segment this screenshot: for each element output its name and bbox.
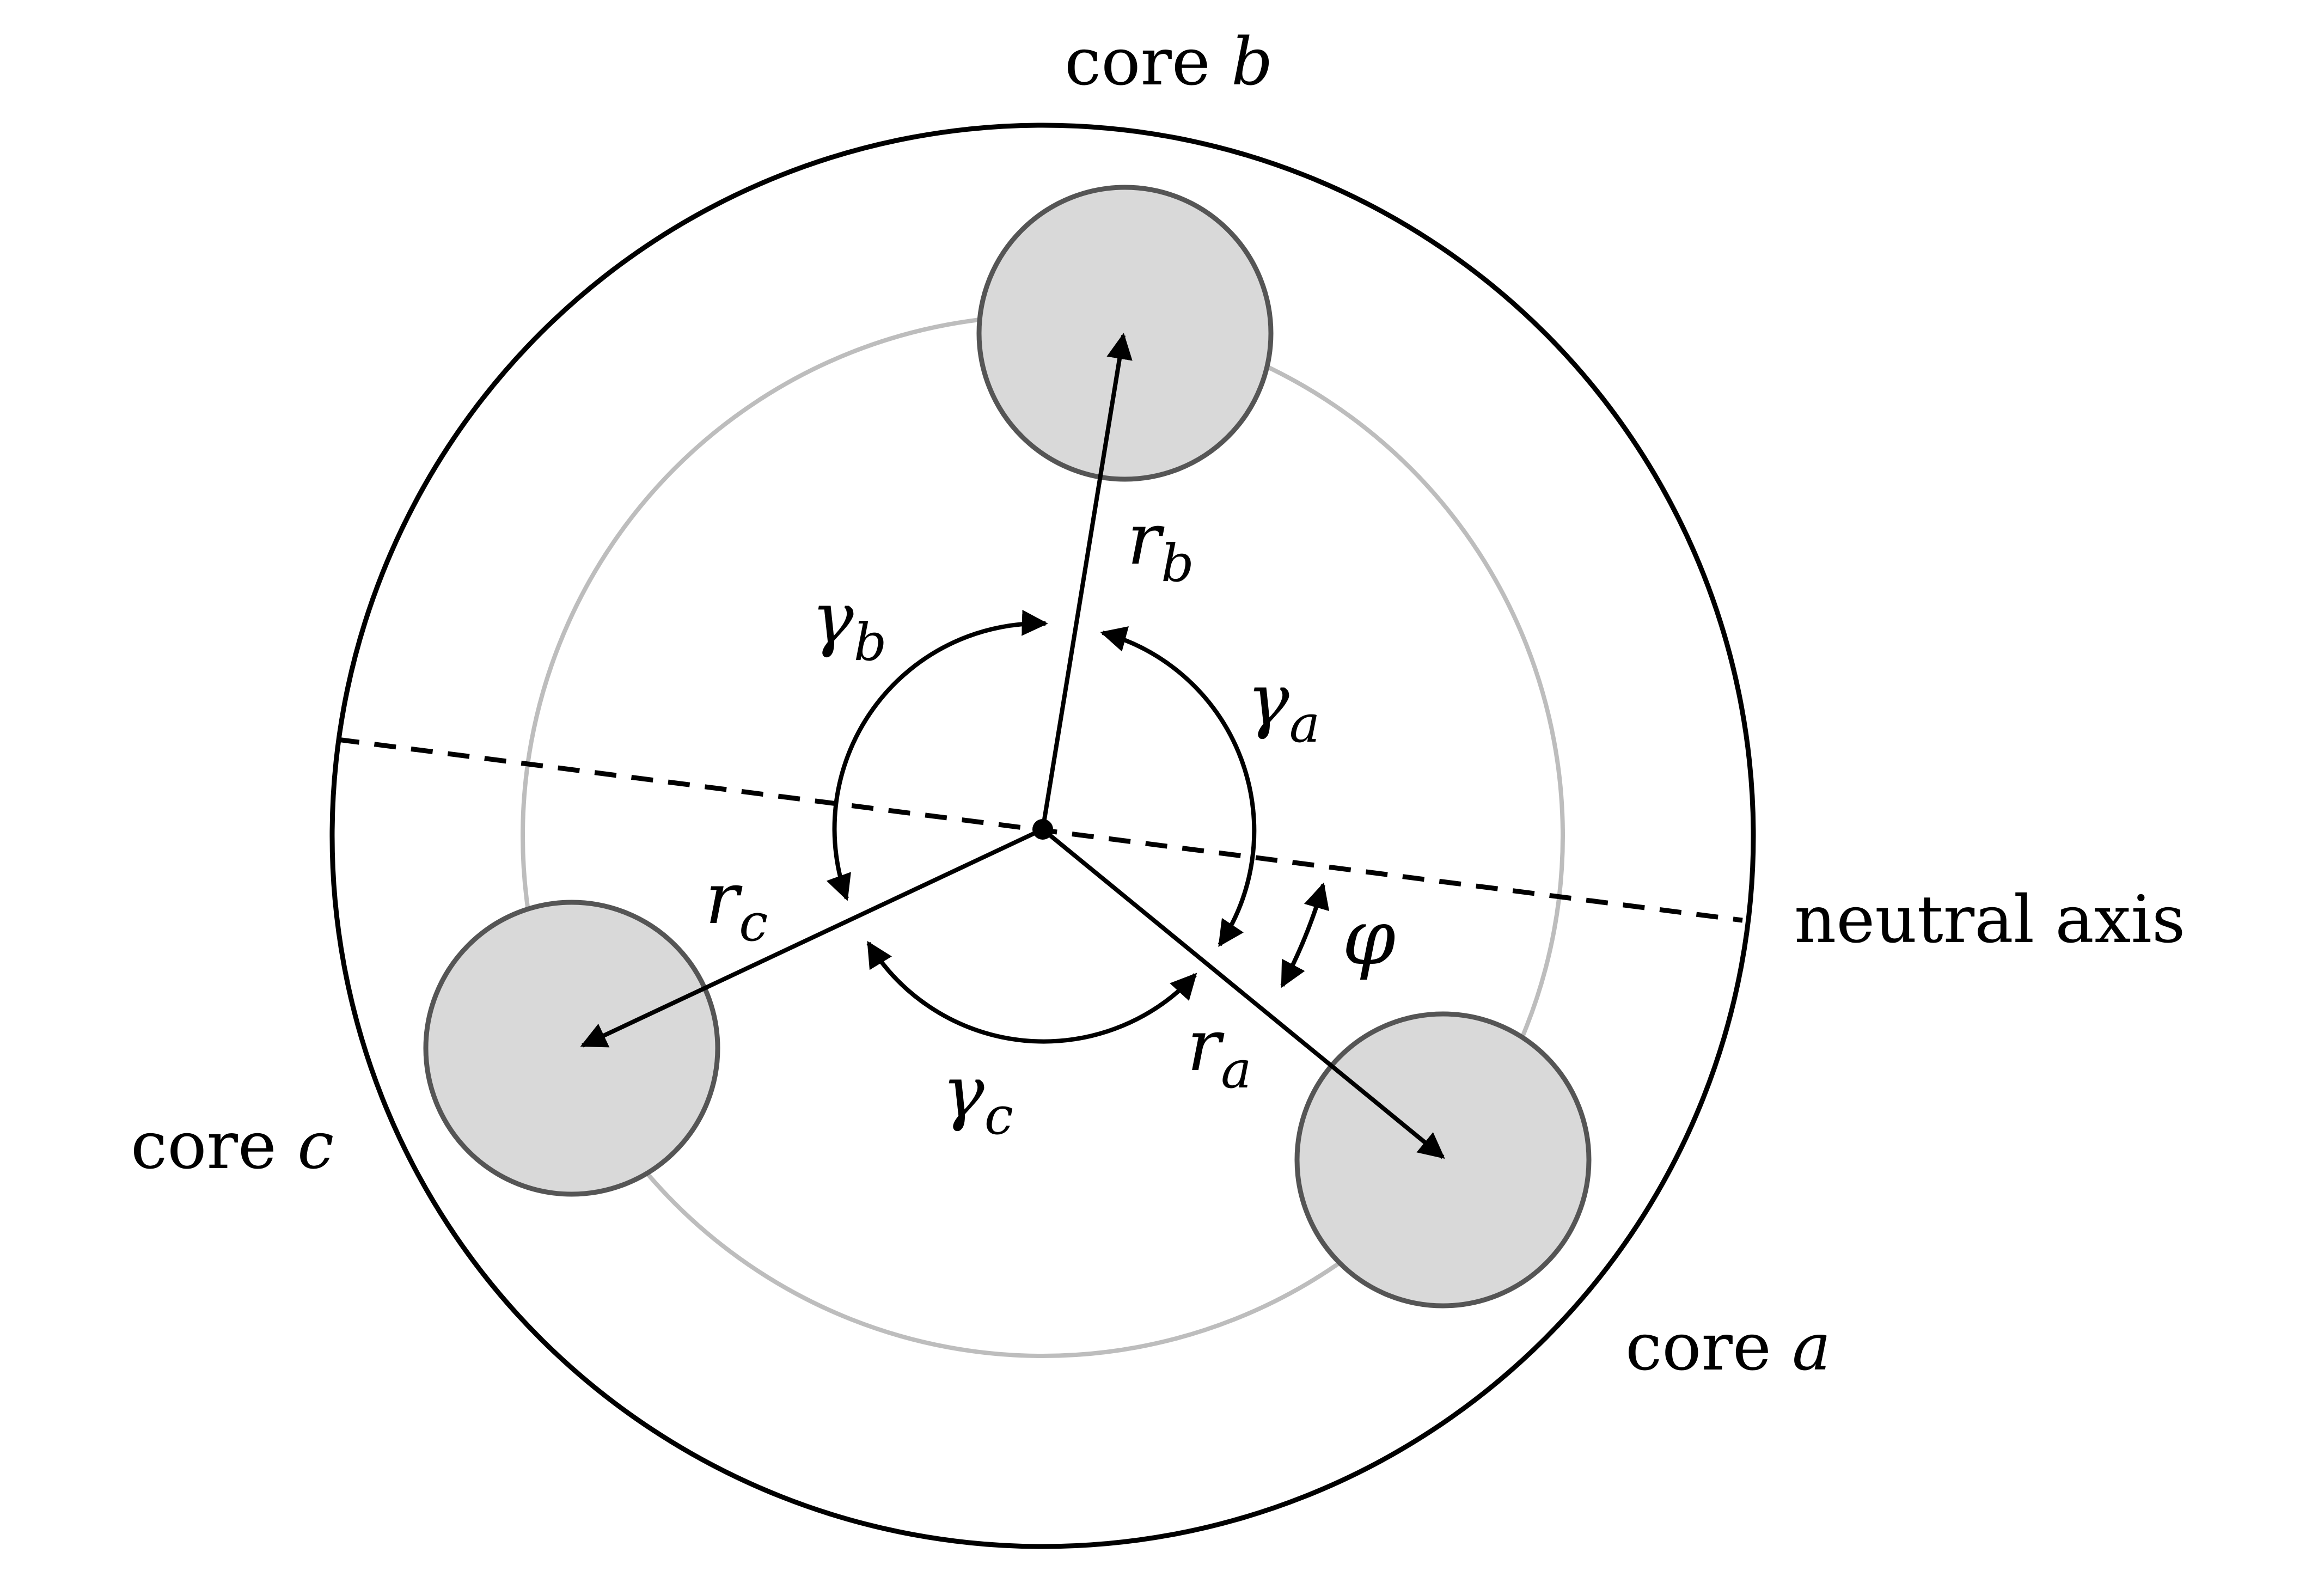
r-a-label: ra [1187,1004,1252,1100]
gamma-c-arc [866,940,1197,1044]
gamma-a-arc [1100,626,1257,947]
phi-arc [1280,882,1330,988]
gamma-b-arc [826,609,1048,901]
center-point [1032,819,1053,840]
r-b-label: rb [1127,498,1194,594]
core-c-disk [423,900,720,1197]
gamma-a-label: γa [1247,658,1320,754]
core-c-label: core c [131,1108,334,1184]
r-c-label: rc [705,857,768,953]
core-b-disk [976,185,1274,482]
core-a-label: core a [1625,1310,1831,1385]
radius-a-arrow [1041,827,1445,1159]
radius-b-arrow [1041,333,1133,830]
core-a-disk [1294,1011,1592,1309]
phi-label: φ [1342,894,1396,982]
core-b-label: core b [1065,25,1273,100]
gamma-b-label: γb [811,577,887,673]
gamma-c-label: γc [942,1050,1013,1146]
neutral-axis-label: neutral axis [1794,882,2185,958]
fiber-cladding-outline [329,123,1756,1549]
